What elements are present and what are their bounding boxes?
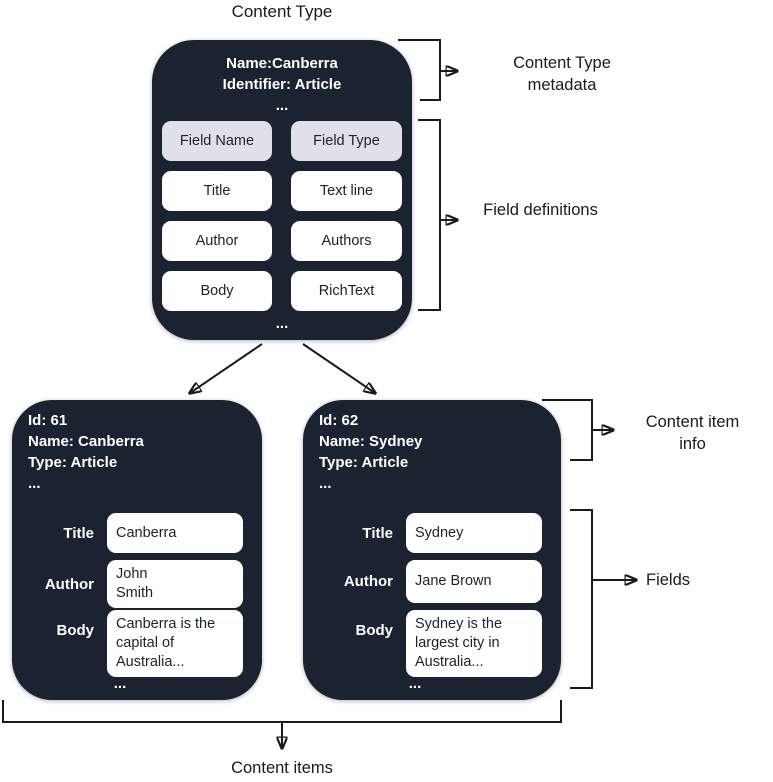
field-type-cell: Text line (291, 171, 402, 211)
field-name-cell: Title (162, 171, 272, 211)
field-type-cell: RichText (291, 271, 402, 311)
content-item-header: Id: 61 Name: Canberra Type: Article ... (12, 400, 262, 494)
content-type-name-line: Name:Canberra (226, 55, 338, 72)
content-type-identifier-line: Identifier: Article (222, 76, 342, 93)
label-content-type-metadata: Content Type metadata (513, 54, 611, 94)
field-label: Author (343, 573, 393, 590)
label-content-item-info: Content item info (645, 413, 740, 453)
field-type-column-header: Field Type (291, 121, 402, 161)
field-value: Sydney is the largest city in Australia.… (406, 610, 542, 677)
content-type-footer-ellipsis: ... (275, 315, 289, 332)
content-item-id-line: Id: 62 (319, 412, 359, 429)
field-label: Title (362, 524, 393, 542)
field-row-author: Author Jane Brown (303, 560, 561, 603)
content-item-header-ellipsis: ... (319, 475, 332, 492)
arrow-to-canberra-item (190, 343, 263, 393)
content-type-header-ellipsis: ... (275, 97, 289, 114)
bracket-fields (570, 509, 593, 689)
field-value: Canberra is the capital of Australia... (107, 610, 243, 677)
field-row-title: Title Canberra (12, 513, 262, 553)
bracket-field-definitions (418, 119, 441, 311)
label-fields: Fields (646, 571, 691, 589)
field-label: Author (44, 575, 94, 593)
field-row-title: Title Sydney (303, 513, 561, 553)
field-value: Jane Brown (406, 560, 542, 603)
field-name-column-header: Field Name (162, 121, 272, 161)
content-item-header: Id: 62 Name: Sydney Type: Article ... (303, 400, 561, 494)
field-name-cell: Author (162, 221, 272, 261)
content-item-card-sydney: Id: 62 Name: Sydney Type: Article ... Ti… (303, 400, 561, 700)
content-item-footer-ellipsis: ... (113, 675, 127, 692)
field-row-body: Body Sydney is the largest city in Austr… (303, 610, 561, 677)
content-item-card-canberra: Id: 61 Name: Canberra Type: Article ... … (12, 400, 262, 700)
field-label: Body (56, 622, 95, 639)
content-item-footer-ellipsis: ... (408, 675, 422, 692)
field-label: Title (63, 524, 94, 542)
content-item-header-ellipsis: ... (28, 475, 41, 492)
content-item-type-line: Type: Article (28, 454, 118, 471)
content-item-name-line: Name: Canberra (28, 433, 144, 450)
field-value: John Smith (107, 560, 243, 608)
field-value: Canberra (107, 513, 243, 553)
field-name-cell: Body (162, 271, 272, 311)
content-type-card: Name:Canberra Identifier: Article ... Fi… (152, 40, 412, 340)
field-type-cell: Authors (291, 221, 402, 261)
field-label: Body (355, 622, 394, 639)
label-content-items: Content items (231, 759, 333, 777)
content-type-card-header: Name:Canberra Identifier: Article ... (152, 40, 412, 116)
label-field-definitions: Field definitions (483, 201, 598, 219)
content-item-id-line: Id: 61 (28, 412, 68, 429)
field-row-author: Author John Smith (12, 560, 262, 608)
diagram-title: Content Type (231, 2, 333, 21)
field-definitions-table: Field Name Field Type Title Text line Au… (162, 121, 402, 311)
field-value: Sydney (406, 513, 542, 553)
bracket-content-items (2, 700, 562, 723)
content-item-type-line: Type: Article (319, 454, 409, 471)
arrow-to-sydney-item (302, 343, 375, 393)
content-item-name-line: Name: Sydney (319, 433, 423, 450)
field-row-body: Body Canberra is the capital of Australi… (12, 610, 262, 677)
